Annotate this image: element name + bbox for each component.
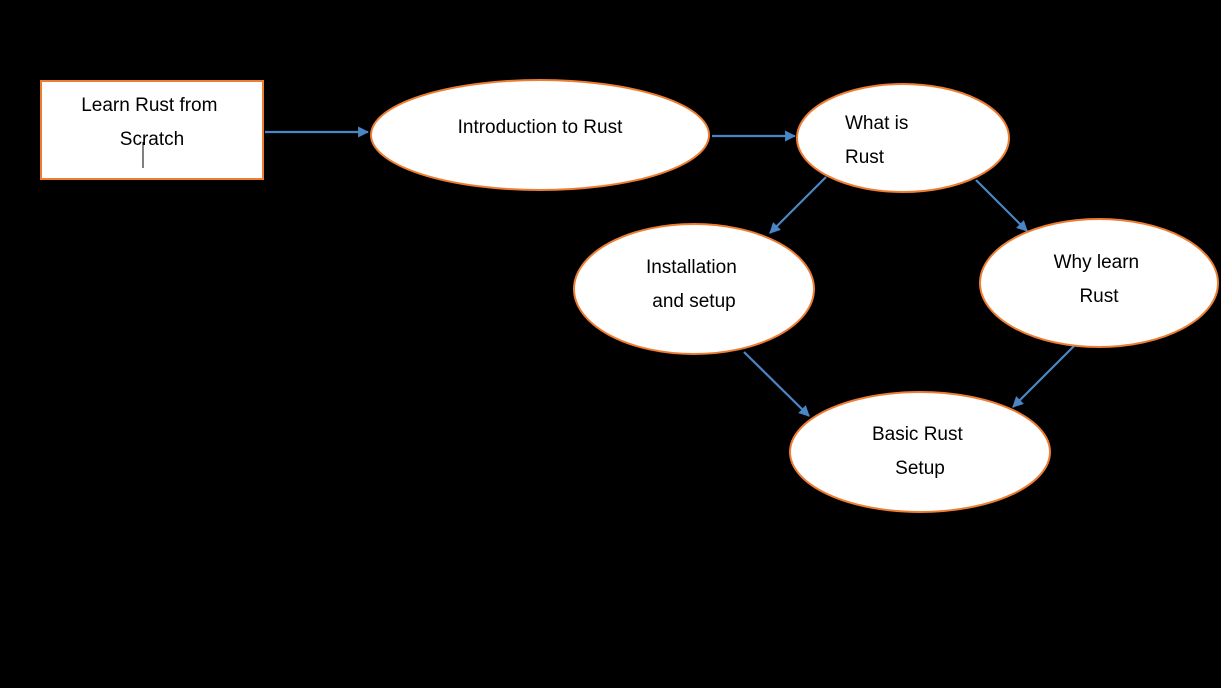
node-introduction-label: Introduction to Rust	[458, 117, 623, 138]
connectors	[265, 126, 1075, 417]
node-learn-rust-line-2: Scratch	[120, 129, 184, 150]
node-what-is-rust[interactable]: What is Rust	[796, 83, 1010, 193]
arrow-what-is-rust-to-why-learn	[975, 179, 1028, 232]
node-installation-label: Installation and setup	[646, 257, 742, 312]
node-basic-setup-ellipse	[789, 391, 1051, 513]
node-installation-ellipse	[573, 223, 815, 355]
node-introduction-ellipse	[370, 79, 710, 191]
node-why-learn-line-1: Why learn	[1054, 252, 1140, 273]
node-why-learn-line-2: Rust	[1079, 286, 1119, 307]
arrow-what-is-rust-to-installation	[769, 176, 827, 234]
arrow-why-learn-to-basic-setup	[1012, 345, 1075, 408]
node-learn-rust-line-1: Learn Rust from	[81, 95, 217, 116]
node-why-learn-label: Why learn Rust	[1054, 252, 1145, 307]
node-installation-line-2: and setup	[652, 291, 735, 312]
arrow-installation-to-basic-setup	[743, 351, 810, 417]
node-basic-setup-label: Basic Rust Setup	[872, 424, 968, 479]
node-installation[interactable]: Installation and setup	[573, 223, 815, 355]
node-basic-setup-line-1: Basic Rust	[872, 424, 964, 445]
node-basic-setup-line-2: Setup	[895, 458, 945, 479]
node-learn-rust-box	[40, 80, 264, 180]
node-basic-setup[interactable]: Basic Rust Setup	[789, 391, 1051, 513]
node-installation-line-1: Installation	[646, 257, 737, 278]
node-introduction-line-1: Introduction to Rust	[458, 117, 623, 138]
node-why-learn[interactable]: Why learn Rust	[979, 218, 1219, 348]
node-why-learn-ellipse	[979, 218, 1219, 348]
node-what-is-rust-line-2: Rust	[845, 147, 885, 168]
node-what-is-rust-ellipse	[796, 83, 1010, 193]
node-what-is-rust-label: What is Rust	[845, 113, 914, 168]
node-learn-rust-label: Learn Rust from Scratch	[81, 95, 223, 150]
node-introduction[interactable]: Introduction to Rust	[370, 79, 710, 191]
node-what-is-rust-line-1: What is	[845, 113, 908, 134]
node-learn-rust[interactable]: Learn Rust from Scratch	[40, 80, 264, 180]
